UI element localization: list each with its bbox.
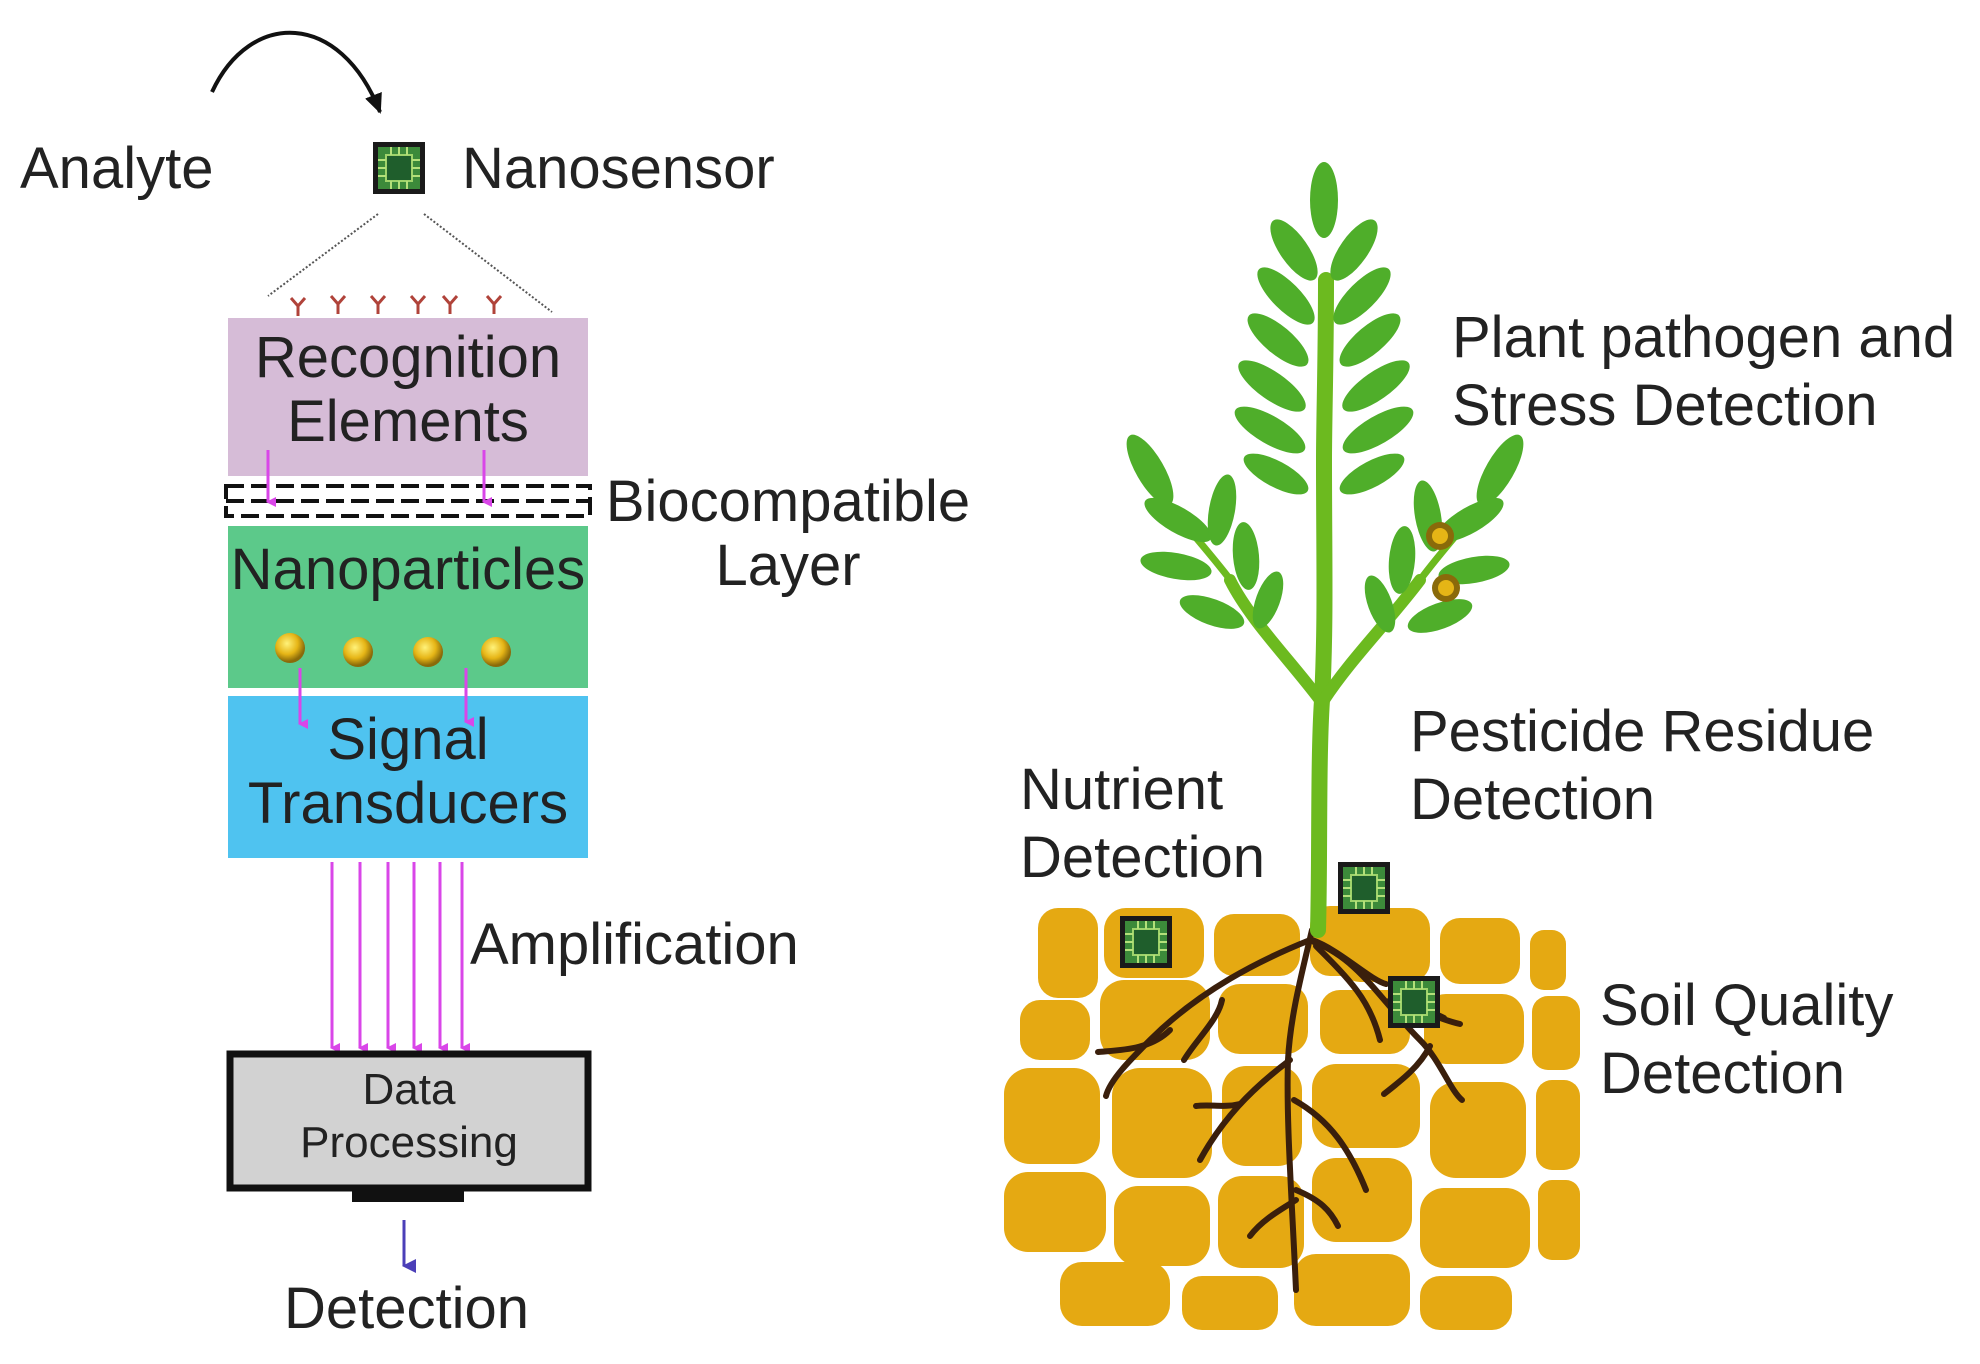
pathogen-spots	[1426, 522, 1460, 602]
plant-leaves	[1126, 162, 1524, 633]
zoom-line-right	[423, 213, 553, 313]
nanoparticle-dots	[275, 633, 511, 667]
signal-line-1: Signal	[327, 707, 489, 772]
detection-label: Detection	[284, 1276, 530, 1341]
pesticide-line-2: Detection	[1410, 766, 1656, 832]
recognition-line-2: Elements	[287, 388, 529, 454]
nanosensor-chip-icon	[372, 141, 426, 195]
pathogen-line-1: Plant pathogen and	[1452, 305, 1956, 370]
soil-line-2: Detection	[1600, 1040, 1846, 1106]
pesticide-line-1: Pesticide Residue	[1410, 699, 1875, 764]
nanosensor-label: Nanosensor	[462, 136, 775, 201]
recognition-elements-label: Recognition Elements	[228, 326, 588, 454]
data-processing-box	[226, 1050, 592, 1192]
recognition-line-1: Recognition	[254, 325, 562, 390]
biocompatible-line-2: Layer	[715, 532, 861, 598]
data-line-1: Data	[362, 1065, 456, 1114]
pathogen-label: Plant pathogen and Stress Detection	[1452, 304, 1955, 440]
data-processing-label: Data Processing	[236, 1064, 582, 1170]
recognition-elements-box	[228, 318, 588, 476]
data-processing-base	[352, 1190, 464, 1202]
right-plant-diagram	[1004, 162, 1580, 1330]
amplification-label: Amplification	[470, 912, 799, 977]
signal-transducers-label: Signal Transducers	[228, 708, 588, 836]
nutrient-sensor-chip-icon	[1119, 915, 1173, 969]
plant-roots	[1095, 927, 1465, 1293]
biocompatible-label: Biocompatible Layer	[598, 470, 978, 598]
zoom-line-left	[267, 213, 379, 297]
recognition-antibodies	[289, 294, 503, 318]
analyte-arrow	[210, 31, 382, 114]
pathogen-line-2: Stress Detection	[1452, 372, 1878, 438]
nutrient-line-1: Nutrient	[1020, 757, 1224, 822]
nanoparticles-label: Nanoparticles	[230, 537, 586, 602]
data-line-2: Processing	[300, 1117, 518, 1167]
soil-line-1: Soil Quality	[1600, 973, 1894, 1038]
pesticide-label: Pesticide Residue Detection	[1410, 698, 1874, 834]
analyte-label: Analyte	[20, 136, 214, 201]
nutrient-label: Nutrient Detection	[1020, 756, 1265, 892]
pesticide-sensor-chip-icon	[1337, 861, 1391, 915]
signal-transducers-box	[228, 696, 588, 858]
left-sensor-diagram	[210, 31, 592, 1273]
soil-quality-label: Soil Quality Detection	[1600, 972, 1893, 1108]
biocompatible-line-1: Biocompatible	[605, 469, 971, 534]
nutrient-line-2: Detection	[1020, 824, 1266, 890]
amplification-arrows	[330, 862, 470, 1053]
soil-sensor-chip-icon	[1387, 975, 1441, 1029]
signal-line-2: Transducers	[247, 770, 569, 836]
biocompatible-layer	[224, 484, 592, 518]
